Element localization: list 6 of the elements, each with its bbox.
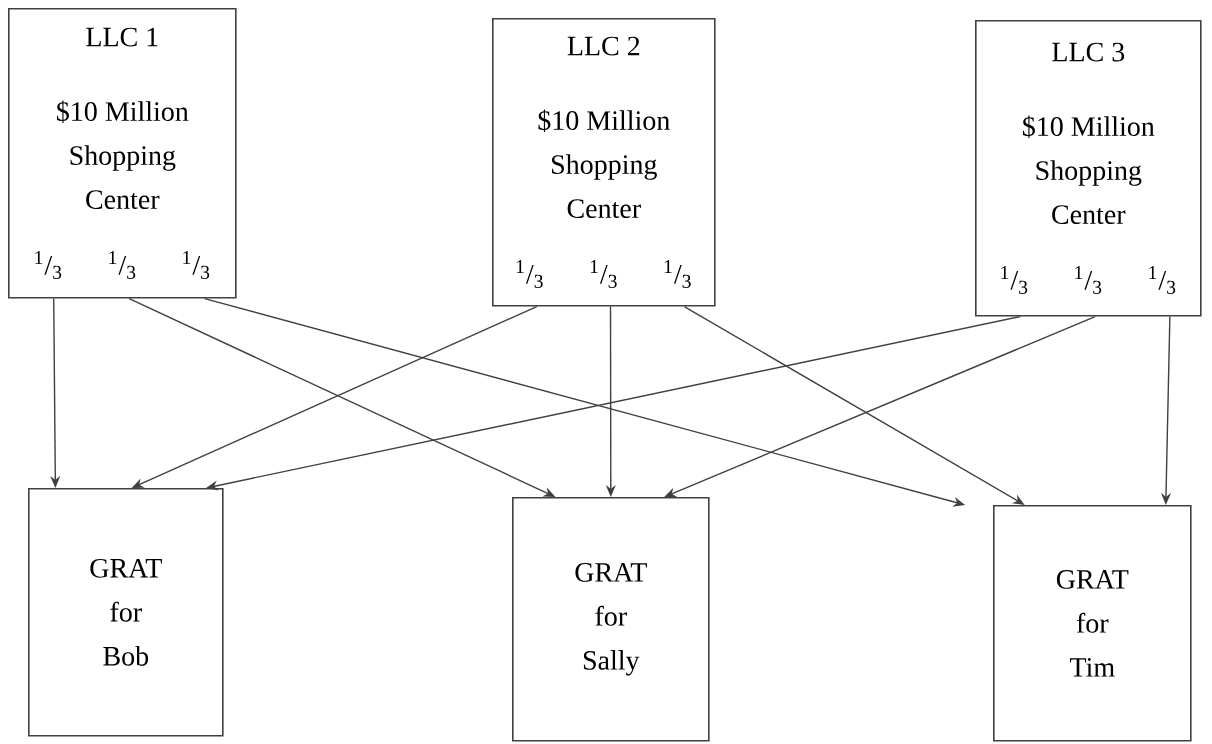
grat-box: GRAT for Tim (993, 505, 1192, 742)
grat-box: GRAT for Sally (512, 497, 710, 742)
llc-box: LLC 2 $10 Million Shopping Center $^{1}$/$_{3}$ $^{1}$/$_{3}$ $^{1}$/$_{3}$ (492, 18, 716, 307)
grat-box: GRAT for Bob (28, 488, 224, 737)
llc-box: LLC 3 $10 Million Shopping Center $^{1}$/$_{3}$ $^{1}$/$_{3}$ $^{1}$/$_{3}$ (975, 20, 1202, 317)
llc-box: LLC 1 $10 Million Shopping Center $^{1}$/$_{3}$ $^{1}$/$_{3}$ $^{1}$/$_{3}$ (8, 8, 237, 299)
